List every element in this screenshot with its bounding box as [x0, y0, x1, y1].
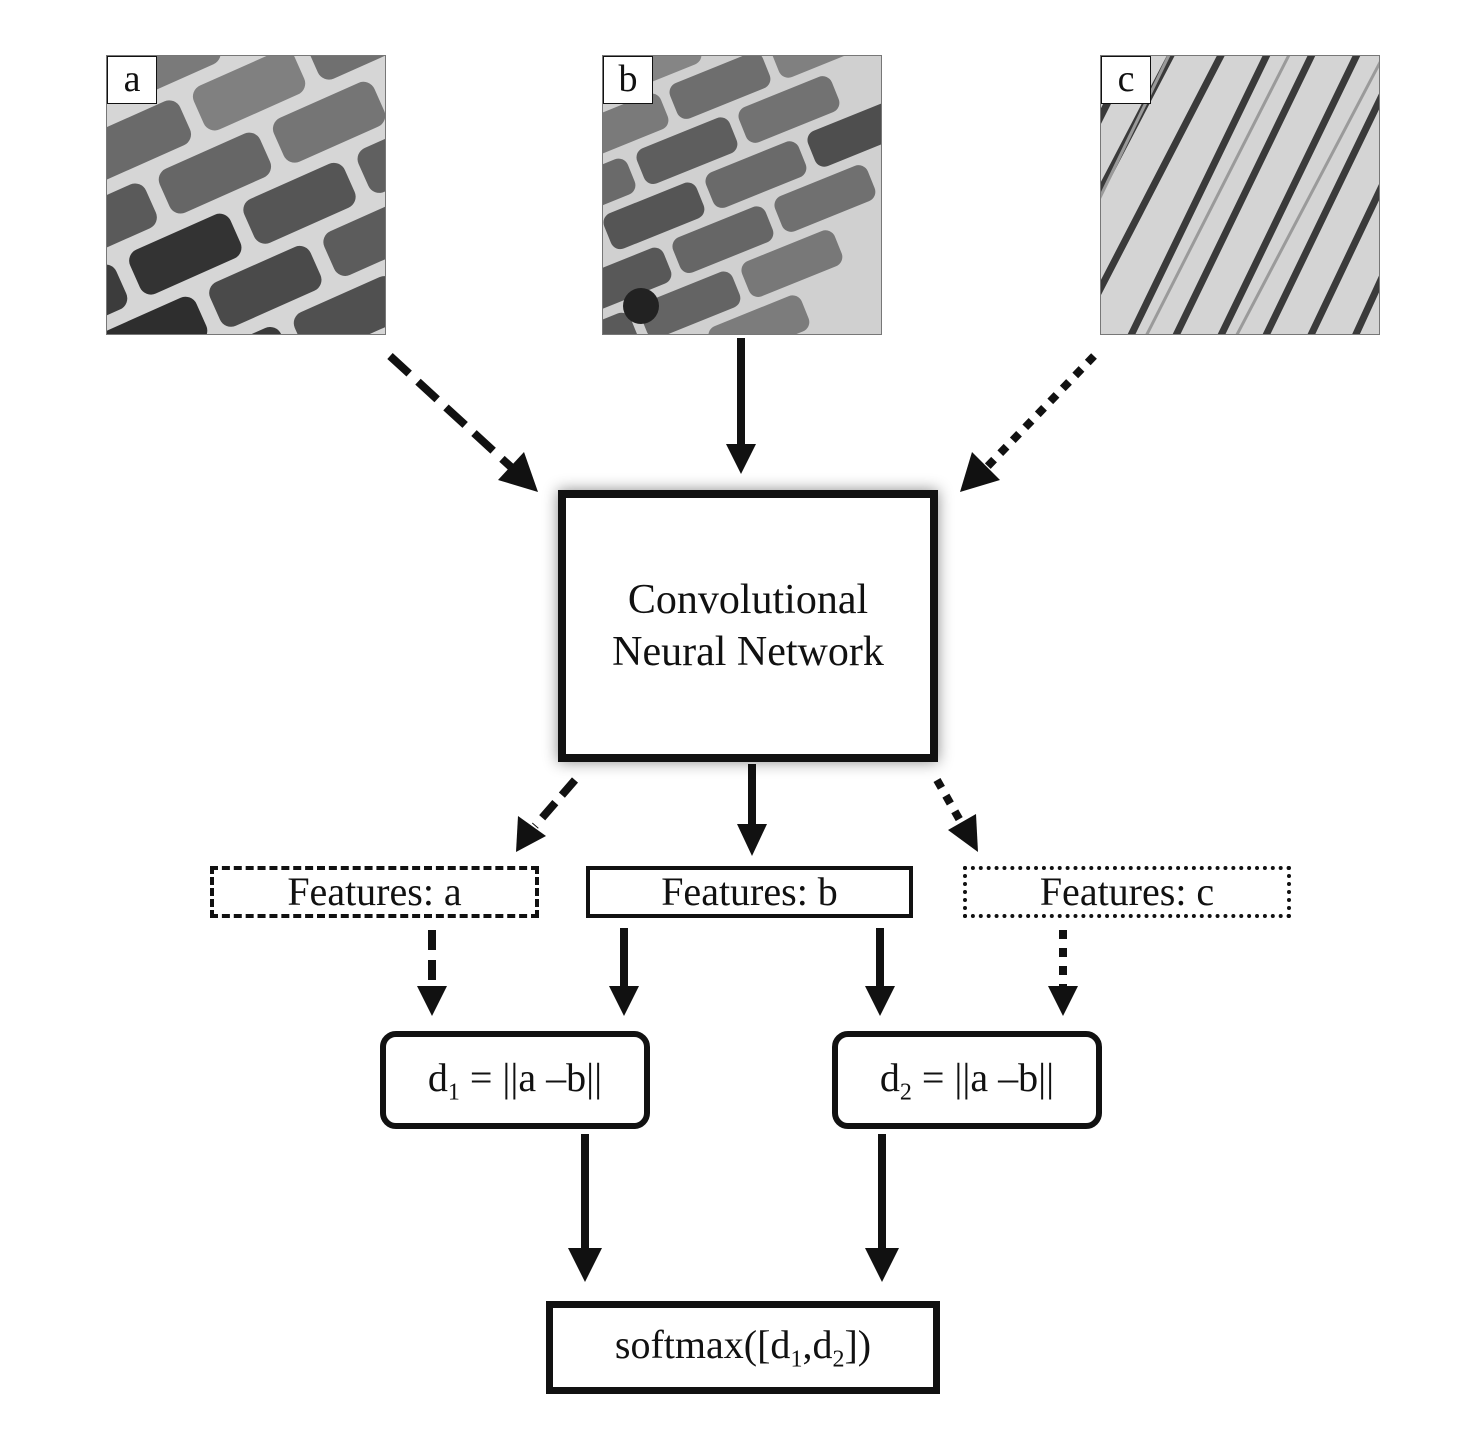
features-a-box: Features: a [210, 866, 539, 918]
panel-label-a: a [107, 56, 157, 104]
distance-d2-formula: d2 = ||a –b|| [879, 1054, 1055, 1106]
distance-d1-box: d1 = ||a –b|| [380, 1031, 650, 1129]
softmax-formula: softmax([d1,d2]) [614, 1322, 872, 1373]
softmax-box: softmax([d1,d2]) [546, 1301, 940, 1394]
texture-panel-b: b [602, 55, 882, 335]
texture-panel-c: c [1100, 55, 1380, 335]
distance-d2-box: d2 = ||a –b|| [832, 1031, 1102, 1129]
features-b-label: Features: b [661, 869, 838, 914]
arrow-cnn-to-feat-c [933, 778, 966, 826]
cnn-label-line2: Neural Network [612, 629, 884, 675]
cnn-label-line1: Convolutional [627, 577, 869, 623]
features-a-label: Features: a [287, 869, 462, 914]
cnn-box: Convolutional Neural Network [558, 490, 938, 762]
arrow-c-to-cnn [983, 353, 1097, 471]
texture-panel-a: a [106, 55, 386, 335]
features-c-label: Features: c [1039, 869, 1215, 914]
arrow-a-to-cnn [387, 353, 515, 471]
panel-label-b: b [603, 56, 653, 104]
features-c-box: Features: c [963, 866, 1291, 918]
arrow-cnn-to-feat-a [531, 777, 579, 829]
features-b-box: Features: b [586, 866, 913, 918]
panel-label-c: c [1101, 56, 1151, 104]
distance-d1-formula: d1 = ||a –b|| [427, 1054, 603, 1106]
